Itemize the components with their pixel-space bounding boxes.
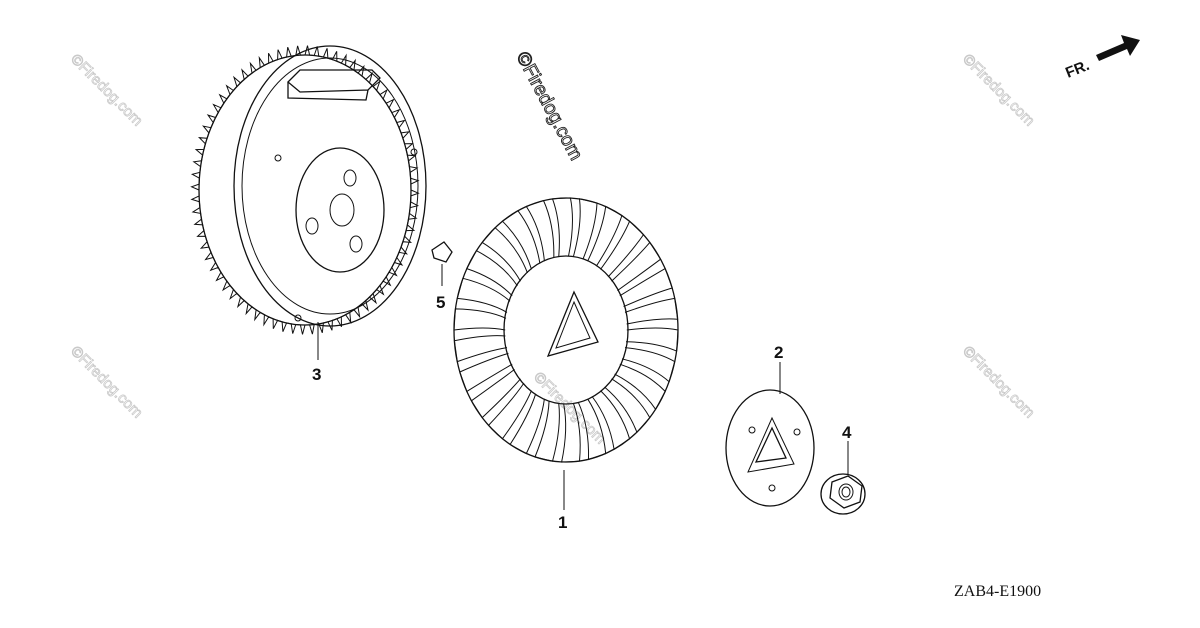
fan-blade bbox=[481, 227, 528, 282]
fan-blade bbox=[453, 335, 508, 363]
flywheel-rim-hole-1 bbox=[410, 148, 418, 156]
flywheel-hub-inner bbox=[329, 193, 355, 227]
callout-3: 3 bbox=[312, 365, 321, 384]
fan-center-triangle-inner bbox=[555, 300, 591, 349]
flywheel-bolt-hole-3 bbox=[349, 235, 363, 253]
flywheel-face bbox=[241, 57, 419, 315]
diagram-code: ZAB4-E1900 bbox=[954, 583, 1041, 600]
flywheel-bolt-hole-2 bbox=[305, 217, 319, 235]
fan-inner-disc bbox=[503, 255, 629, 405]
flywheel-magnet bbox=[287, 69, 381, 101]
fan-blades bbox=[453, 197, 679, 463]
fan-blade bbox=[572, 198, 598, 260]
watermark-center: ©Firedog.com bbox=[530, 369, 609, 448]
watermark-mid-left: ©Firedog.com bbox=[67, 343, 146, 422]
flywheel-hub bbox=[295, 147, 385, 273]
flywheel-rim-back bbox=[198, 54, 412, 326]
fan-outer-rim bbox=[453, 197, 679, 463]
flange-nut bbox=[820, 473, 866, 515]
fan-blade bbox=[487, 382, 532, 440]
fan-blade bbox=[453, 308, 507, 331]
callout-1: 1 bbox=[558, 513, 567, 532]
callout-2: 2 bbox=[774, 343, 783, 362]
front-arrow-icon bbox=[1096, 35, 1140, 61]
fan-plate bbox=[725, 389, 815, 507]
leader-lines bbox=[317, 264, 849, 510]
fan-blade bbox=[456, 277, 511, 313]
fan-blade bbox=[470, 368, 521, 419]
fan-blade bbox=[611, 241, 662, 292]
flywheel bbox=[190, 45, 427, 335]
watermark-top-left: ©Firedog.com bbox=[67, 51, 146, 130]
fan-blade bbox=[604, 378, 651, 434]
flywheel-rim-front bbox=[233, 45, 427, 327]
front-label: FR. bbox=[1063, 57, 1092, 82]
callout-labels: 3 5 2 4 1 bbox=[312, 293, 852, 532]
fan-blade bbox=[621, 347, 676, 383]
woodruff-key bbox=[431, 241, 453, 263]
flywheel-ring-gear bbox=[190, 45, 420, 335]
flywheel-rim-hole-2 bbox=[274, 154, 282, 162]
callout-4: 4 bbox=[842, 423, 852, 442]
watermarks: ©Firedog.com ©Firedog.com ©Firedog.com ©… bbox=[67, 48, 1039, 448]
flywheel-rim-hole-3 bbox=[294, 314, 302, 322]
fan-blade bbox=[625, 327, 679, 352]
fan-blade bbox=[551, 197, 573, 257]
watermark-mid-right: ©Firedog.com bbox=[959, 343, 1038, 422]
fan-blade bbox=[459, 352, 513, 393]
fan-center-triangle bbox=[546, 290, 599, 357]
flywheel-bolt-hole-1 bbox=[343, 169, 357, 187]
callout-5: 5 bbox=[436, 293, 445, 312]
watermark-top-right: ©Firedog.com bbox=[959, 51, 1038, 130]
fan-blade bbox=[587, 205, 623, 267]
watermark-dark: ©Firedog.com bbox=[512, 48, 587, 163]
fan-blade bbox=[534, 400, 560, 462]
cooling-fan bbox=[453, 197, 679, 463]
front-direction-indicator: FR. bbox=[1063, 35, 1140, 82]
